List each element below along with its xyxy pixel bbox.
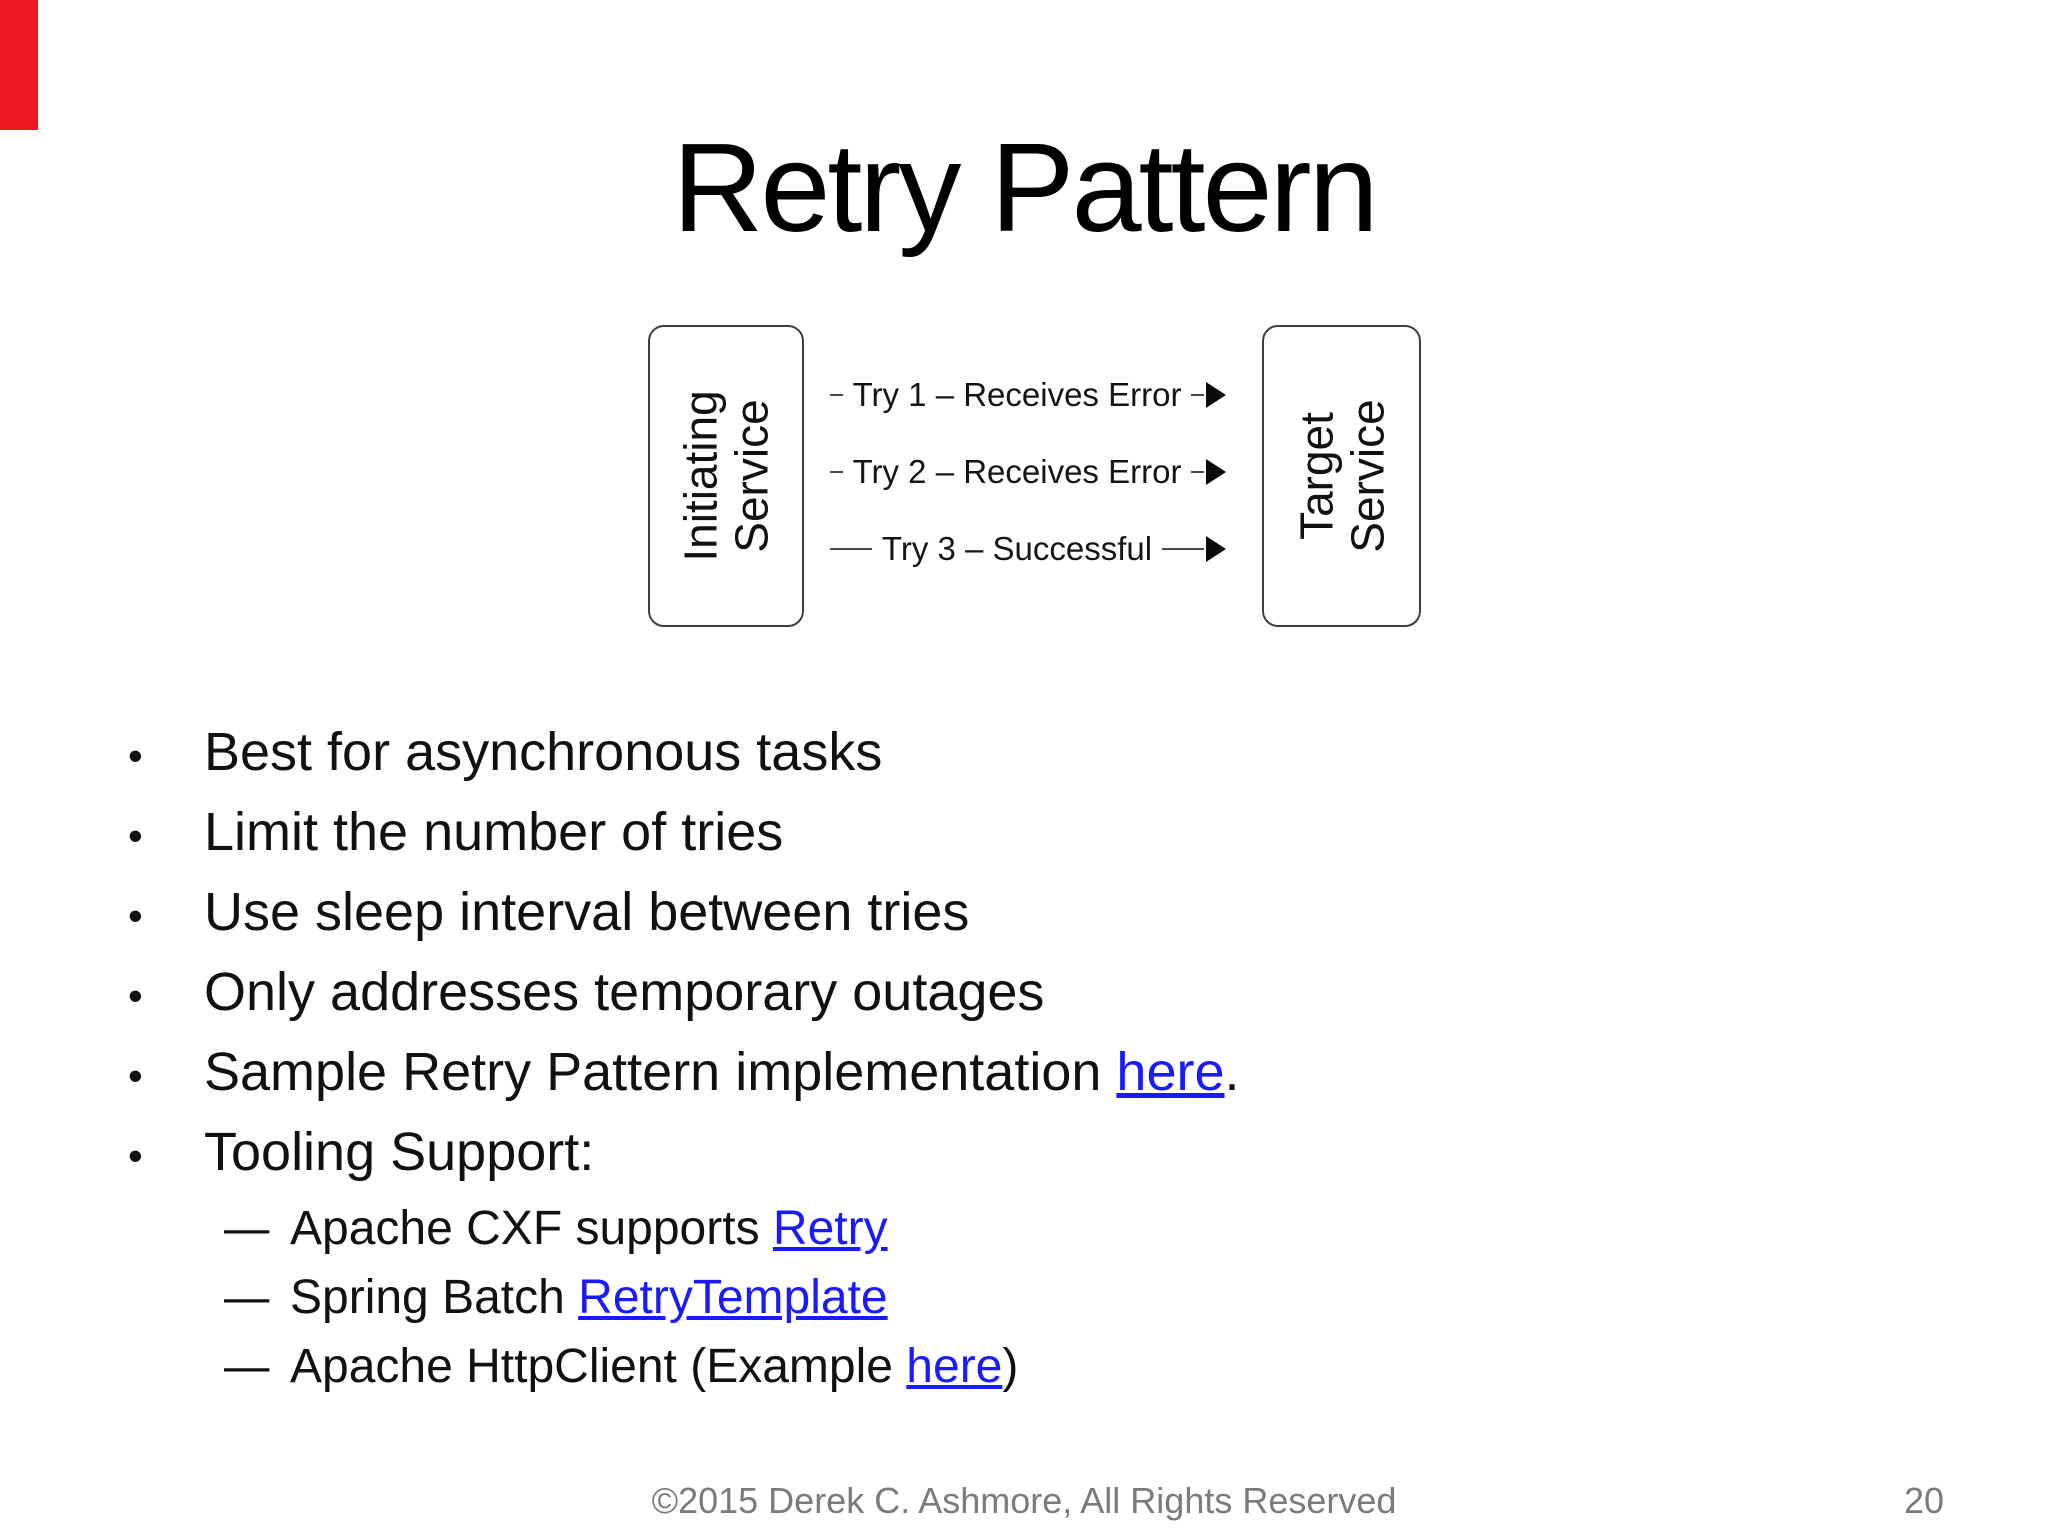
arrow-try-1-label: Try 1 – Receives Error bbox=[852, 376, 1182, 413]
bullet-text: Best for asynchronous tasks bbox=[204, 722, 883, 782]
sub-bullet-text-prefix: Apache HttpClient (Example bbox=[290, 1340, 907, 1393]
arrowhead-icon bbox=[1206, 459, 1227, 485]
bullet-text-prefix: Sample Retry Pattern implementation bbox=[204, 1042, 1117, 1102]
arrowhead-icon bbox=[1206, 536, 1226, 562]
dash-marker-icon: – bbox=[224, 1271, 270, 1324]
bullet-text-suffix: . bbox=[1224, 1042, 1240, 1102]
sub-bullet-text: Spring Batch RetryTemplate bbox=[290, 1263, 888, 1332]
arrow-line bbox=[830, 548, 872, 550]
arrow-try-2-label: Try 2 – Receives Error bbox=[852, 453, 1182, 490]
target-service-box: Target Service bbox=[1262, 325, 1421, 627]
sub-bullet-apache-cxf: – Apache CXF supports Retry bbox=[224, 1194, 1928, 1263]
arrow-try-1: Try 1 – Receives Error bbox=[830, 371, 1227, 419]
arrow-line bbox=[830, 394, 843, 396]
bullet-item-temporary-outages: • Only addresses temporary outages bbox=[128, 954, 1928, 1034]
arrow-line bbox=[1191, 394, 1205, 396]
arrow-line bbox=[830, 471, 843, 473]
bullet-marker-icon: • bbox=[128, 892, 143, 939]
arrow-try-3-label: Try 3 – Successful bbox=[881, 530, 1153, 567]
sub-bullet-apache-httpclient: – Apache HttpClient (Example here) bbox=[224, 1332, 1928, 1401]
arrow-try-2: Try 2 – Receives Error bbox=[830, 448, 1227, 496]
initiating-service-label-line2: Service bbox=[725, 399, 777, 553]
retry-link[interactable]: Retry bbox=[772, 1202, 888, 1255]
sub-bullet-text-prefix: Apache CXF supports bbox=[290, 1202, 773, 1255]
initiating-service-label: Initiating Service bbox=[674, 390, 777, 562]
sample-implementation-here-link[interactable]: here bbox=[1116, 1042, 1225, 1102]
sub-bullet-text: Apache HttpClient (Example here) bbox=[290, 1332, 1018, 1401]
arrowhead-icon bbox=[1206, 382, 1227, 408]
arrow-line bbox=[1191, 471, 1205, 473]
bullet-item-sleep-interval: • Use sleep interval between tries bbox=[128, 874, 1928, 954]
retrytemplate-link[interactable]: RetryTemplate bbox=[578, 1271, 888, 1324]
bullet-text: Tooling Support: bbox=[204, 1122, 595, 1182]
httpclient-example-here-link[interactable]: here bbox=[906, 1340, 1003, 1393]
red-marker-bar bbox=[0, 0, 38, 130]
bullet-marker-icon: • bbox=[128, 1132, 143, 1179]
bullet-list: • Best for asynchronous tasks • Limit th… bbox=[128, 714, 1928, 1401]
bullet-text: Sample Retry Pattern implementation here… bbox=[204, 1034, 1240, 1111]
bullet-item-sample-implementation: • Sample Retry Pattern implementation he… bbox=[128, 1034, 1928, 1114]
sub-bullet-spring-batch: – Spring Batch RetryTemplate bbox=[224, 1263, 1928, 1332]
bullet-item-limit-tries: • Limit the number of tries bbox=[128, 794, 1928, 874]
sub-bullet-text-prefix: Spring Batch bbox=[290, 1271, 579, 1324]
bullet-marker-icon: • bbox=[128, 1052, 143, 1099]
arrow-line bbox=[1162, 548, 1204, 550]
bullet-marker-icon: • bbox=[128, 812, 143, 859]
bullet-item-tooling-support: • Tooling Support: bbox=[128, 1114, 1928, 1194]
target-service-label-line1: Target bbox=[1289, 412, 1342, 540]
dash-marker-icon: – bbox=[224, 1202, 270, 1255]
bullet-marker-icon: • bbox=[128, 972, 143, 1019]
slide-footer: ©2015 Derek C. Ashmore, All Rights Reser… bbox=[0, 1480, 2048, 1528]
target-service-label-line2: Service bbox=[1340, 399, 1393, 553]
bullet-text: Limit the number of tries bbox=[204, 802, 784, 862]
bullet-item-asynchronous: • Best for asynchronous tasks bbox=[128, 714, 1928, 794]
copyright-text: ©2015 Derek C. Ashmore, All Rights Reser… bbox=[651, 1480, 1397, 1521]
initiating-service-label-line1: Initiating bbox=[674, 390, 727, 562]
sub-bullet-text: Apache CXF supports Retry bbox=[290, 1194, 888, 1263]
bullet-text: Only addresses temporary outages bbox=[204, 962, 1045, 1022]
dash-marker-icon: – bbox=[224, 1340, 270, 1393]
bullet-marker-icon: • bbox=[128, 732, 143, 779]
page-title: Retry Pattern bbox=[672, 117, 1378, 258]
initiating-service-box: Initiating Service bbox=[648, 325, 804, 627]
page-number: 20 bbox=[1903, 1480, 1944, 1521]
arrow-try-3: Try 3 – Successful bbox=[830, 525, 1226, 573]
sub-bullet-text-suffix: ) bbox=[1002, 1340, 1019, 1393]
bullet-text: Use sleep interval between tries bbox=[204, 882, 970, 942]
target-service-label: Target Service bbox=[1289, 399, 1393, 553]
